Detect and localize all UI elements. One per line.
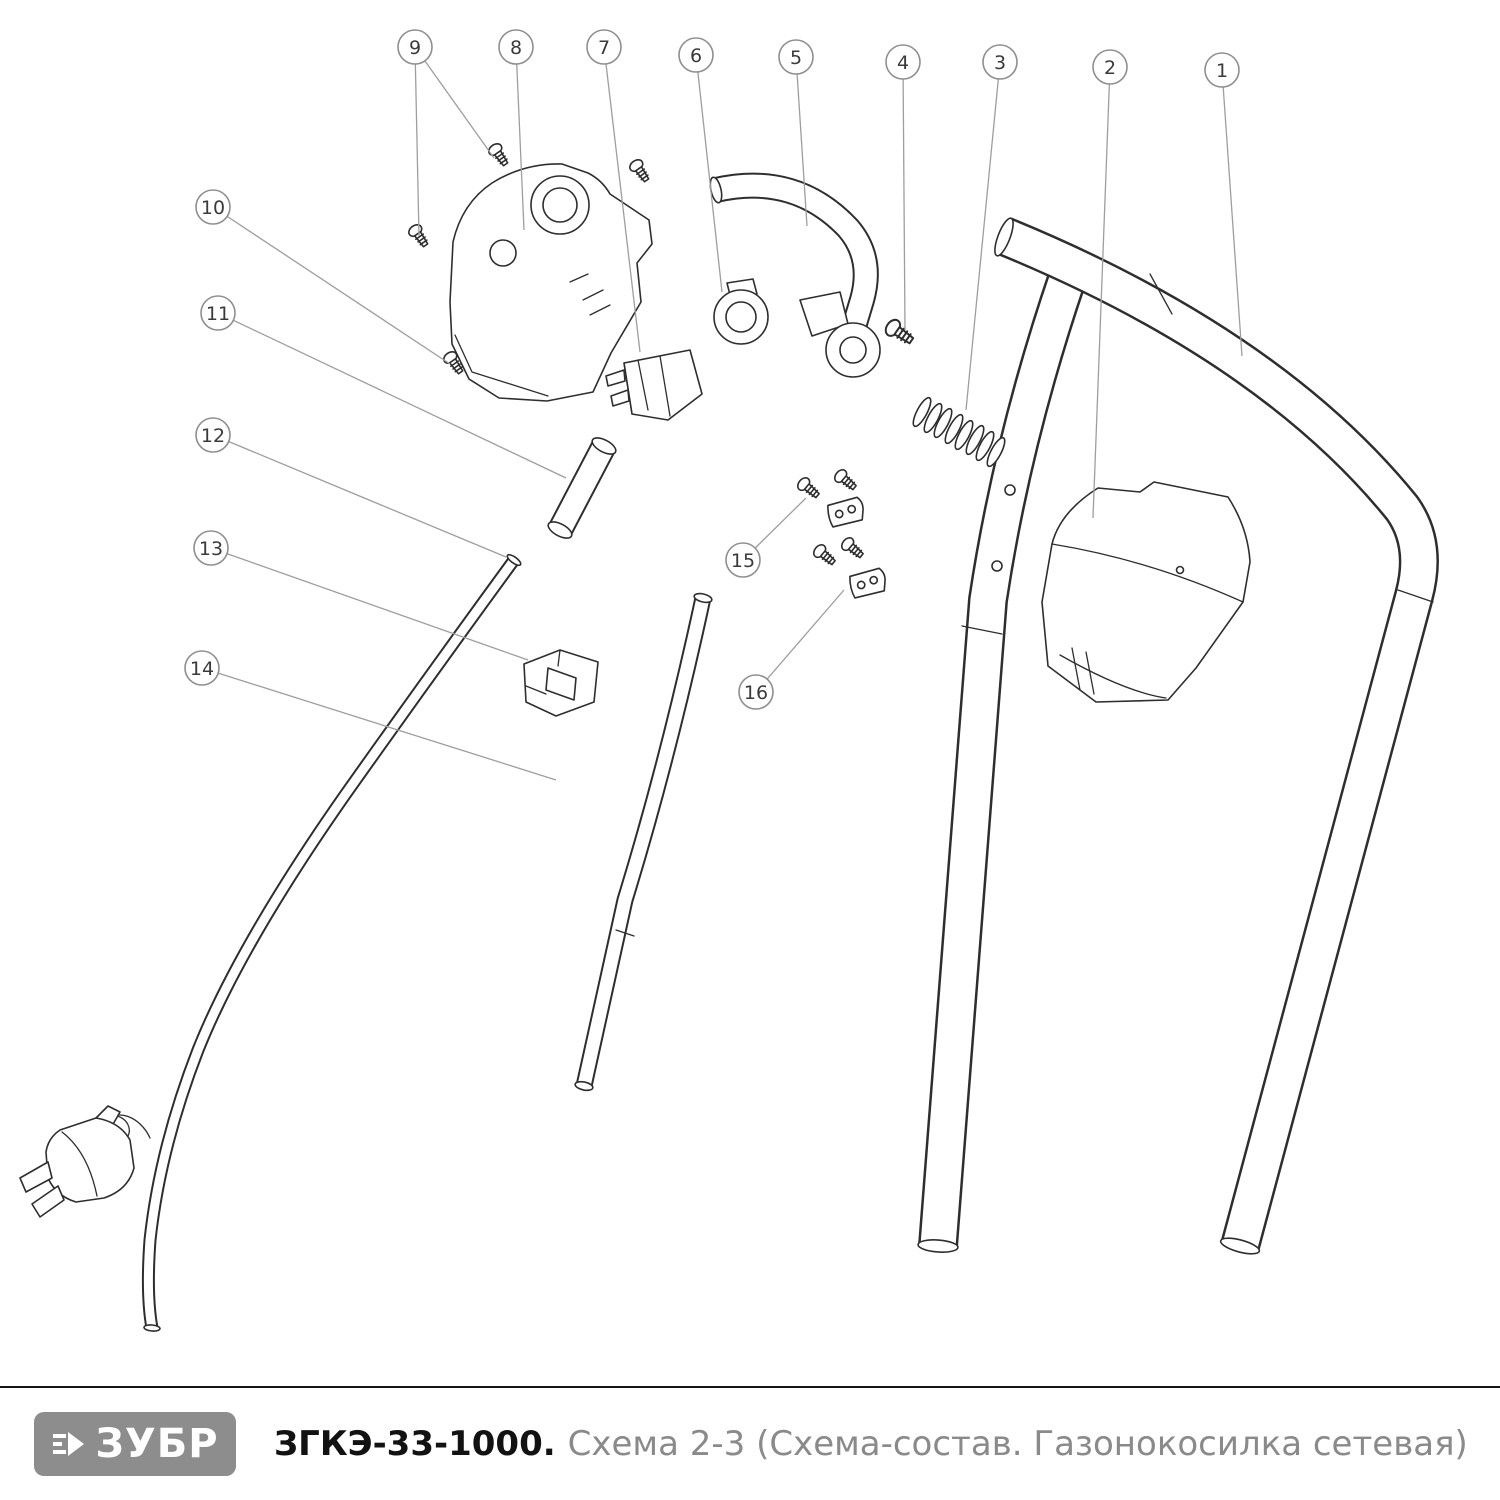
callouts: 1 2 3 4 5 6 7 [184,29,1243,781]
callout-16: 16 [738,589,845,710]
part-screw-4 [881,316,918,349]
callout-14: 14 [184,650,557,781]
svg-text:16: 16 [744,682,768,704]
callout-4: 4 [885,44,921,331]
diagram-caption: ЗГКЭ-33-1000. Схема 2-3 (Схема-состав. Га… [274,1424,1468,1464]
svg-text:2: 2 [1104,57,1116,79]
callout-11: 11 [200,295,567,479]
callout-8: 8 [498,29,534,231]
svg-text:14: 14 [190,658,214,680]
svg-text:12: 12 [201,425,225,447]
brand-logo-arrow-icon [53,1432,85,1456]
handle-mount-hole [991,560,1003,572]
callout-13: 13 [193,530,529,661]
callout-5: 5 [778,39,814,227]
schema-subtitle: Схема 2-3 (Схема-состав. Газонокосилка с… [567,1424,1468,1464]
callout-15: 15 [725,497,807,578]
callout-3: 3 [965,44,1018,411]
part-cable-clamp-ring [713,278,769,345]
brand-logo: ЗУБР [34,1412,236,1476]
svg-text:11: 11 [206,303,230,325]
part-switchbox-cover [1041,481,1251,703]
housing-hole [489,239,517,267]
svg-text:9: 9 [409,37,421,59]
callout-9: 9 [397,29,495,237]
svg-text:7: 7 [598,37,610,59]
part-switchbox-housing [449,163,653,402]
part-switch [605,349,703,421]
part-upper-handle-tube [917,217,1439,1255]
callout-6: 6 [678,37,723,293]
callout-7: 7 [586,29,641,353]
svg-text:4: 4 [897,52,909,74]
model-number: ЗГКЭ-33-1000. [274,1424,556,1464]
title-block: ЗУБР ЗГКЭ-33-1000. Схема 2-3 (Схема-соста… [0,1386,1500,1500]
svg-text:10: 10 [201,197,225,219]
handle-mount-hole [1004,484,1016,496]
part-power-cord [141,553,522,1332]
callout-10: 10 [195,189,451,365]
part-clamp-16 [810,534,888,600]
part-trigger-lever [709,172,881,378]
part-connector [523,649,599,717]
svg-text:8: 8 [510,37,522,59]
svg-text:5: 5 [790,47,802,69]
part-mains-plug [19,1105,151,1218]
callout-1: 1 [1204,52,1243,357]
svg-text:3: 3 [994,52,1006,74]
svg-text:13: 13 [199,538,223,560]
part-lower-rod [574,592,713,1092]
part-sleeve [547,437,617,539]
callout-12: 12 [195,417,507,558]
brand-name: ЗУБР [95,1421,219,1467]
svg-text:6: 6 [690,45,702,67]
svg-text:1: 1 [1216,60,1228,82]
part-clamp-15 [794,466,866,529]
callout-2: 2 [1092,49,1128,519]
part-spring [912,396,1006,468]
svg-text:15: 15 [731,550,755,572]
